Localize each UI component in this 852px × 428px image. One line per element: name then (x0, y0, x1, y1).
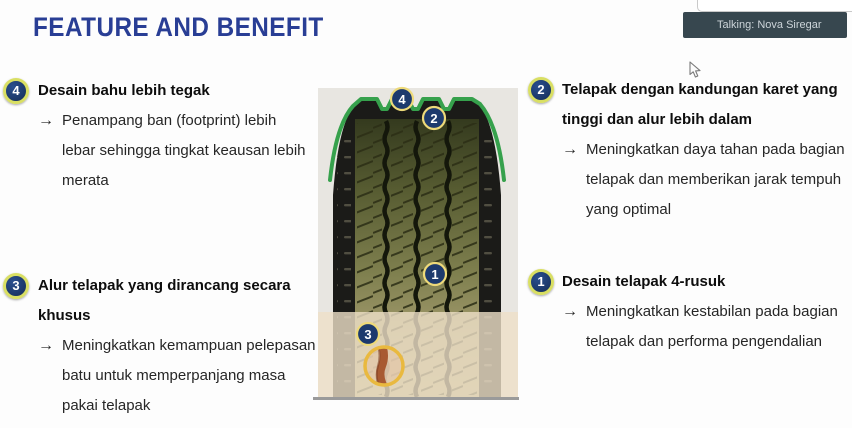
feature-1-number-badge: 1 (528, 269, 554, 295)
marker-1: 1 (422, 261, 448, 287)
svg-text:4: 4 (398, 92, 406, 107)
benefit-arrow: → (562, 141, 578, 158)
marker-3: 3 (355, 321, 381, 347)
svg-text:1: 1 (431, 267, 438, 282)
benefit-line: telapak dan performa pengendalian (586, 333, 823, 350)
benefit-arrow: → (562, 303, 578, 320)
svg-text:3: 3 (364, 327, 371, 342)
benefit-line: lebar sehingga tingkat keausan lebih (62, 142, 306, 159)
benefit-line: Meningkatkan daya tahan pada bagian (586, 141, 845, 158)
marker-4: 4 (389, 86, 415, 112)
feature-number: 4 (12, 83, 20, 98)
video-window-fragment[interactable] (697, 0, 852, 12)
svg-text:2: 2 (430, 111, 437, 126)
tread-profile-outline (328, 97, 506, 182)
feature-heading-line: Desain telapak 4-rusuk (562, 273, 726, 290)
feature-benefit: → Meningkatkan kestabilan pada bagian te… (562, 297, 838, 357)
feature-benefit: → Penampang ban (footprint) lebih lebar … (38, 106, 306, 196)
feature-2-number-badge: 2 (528, 77, 554, 103)
benefit-line: Meningkatkan kemampuan pelepasan (62, 337, 316, 354)
feature-item-2: Telapak dengan kandungan karet yang ting… (562, 75, 845, 225)
feature-heading-line: tinggi dan alur lebih dalam (562, 111, 753, 128)
feature-heading-line: khusus (38, 307, 91, 324)
benefit-line: batu untuk memperpanjang masa (62, 367, 286, 384)
feature-benefit: → Meningkatkan daya tahan pada bagian te… (562, 135, 845, 225)
feature-item-4: Desain bahu lebih tegak → Penampang ban … (38, 76, 306, 196)
feature-heading-line: Desain bahu lebih tegak (38, 82, 210, 99)
lower-overlay (318, 312, 518, 397)
benefit-lines: Meningkatkan daya tahan pada bagian tela… (586, 135, 845, 225)
feature-benefit: → Meningkatkan kemampuan pelepasan batu … (38, 331, 316, 421)
feature-number: 3 (12, 278, 20, 293)
tire-diagram: 4 2 1 3 (313, 86, 519, 400)
cursor-icon (689, 61, 701, 78)
feature-number: 2 (537, 82, 545, 97)
talking-status-badge: Talking: Nova Siregar (683, 12, 847, 38)
ground-line (313, 397, 519, 400)
feature-heading-line: Telapak dengan kandungan karet yang (562, 81, 838, 98)
magnifier-circle (363, 345, 405, 387)
feature-item-1: Desain telapak 4-rusuk → Meningkatkan ke… (562, 267, 838, 357)
benefit-lines: Penampang ban (footprint) lebih lebar se… (62, 106, 306, 196)
feature-number: 1 (537, 274, 545, 289)
benefit-line: Meningkatkan kestabilan pada bagian (586, 303, 838, 320)
marker-2: 2 (421, 105, 447, 131)
feature-3-number-badge: 3 (3, 273, 29, 299)
benefit-line: merata (62, 172, 109, 189)
feature-heading-line: Alur telapak yang dirancang secara (38, 277, 291, 294)
benefit-arrow: → (38, 112, 54, 129)
benefit-line: Penampang ban (footprint) lebih (62, 112, 277, 129)
benefit-lines: Meningkatkan kestabilan pada bagian tela… (586, 297, 838, 357)
benefit-lines: Meningkatkan kemampuan pelepasan batu un… (62, 331, 316, 421)
page-title: FEATURE AND BENEFIT (33, 12, 324, 42)
benefit-line: yang optimal (586, 201, 672, 218)
benefit-arrow: → (38, 337, 54, 354)
benefit-line: pakai telapak (62, 397, 151, 414)
magnifier-content (375, 347, 388, 385)
feature-item-3: Alur telapak yang dirancang secara khusu… (38, 271, 316, 421)
feature-4-number-badge: 4 (3, 78, 29, 104)
benefit-line: telapak dan memberikan jarak tempuh (586, 171, 842, 188)
